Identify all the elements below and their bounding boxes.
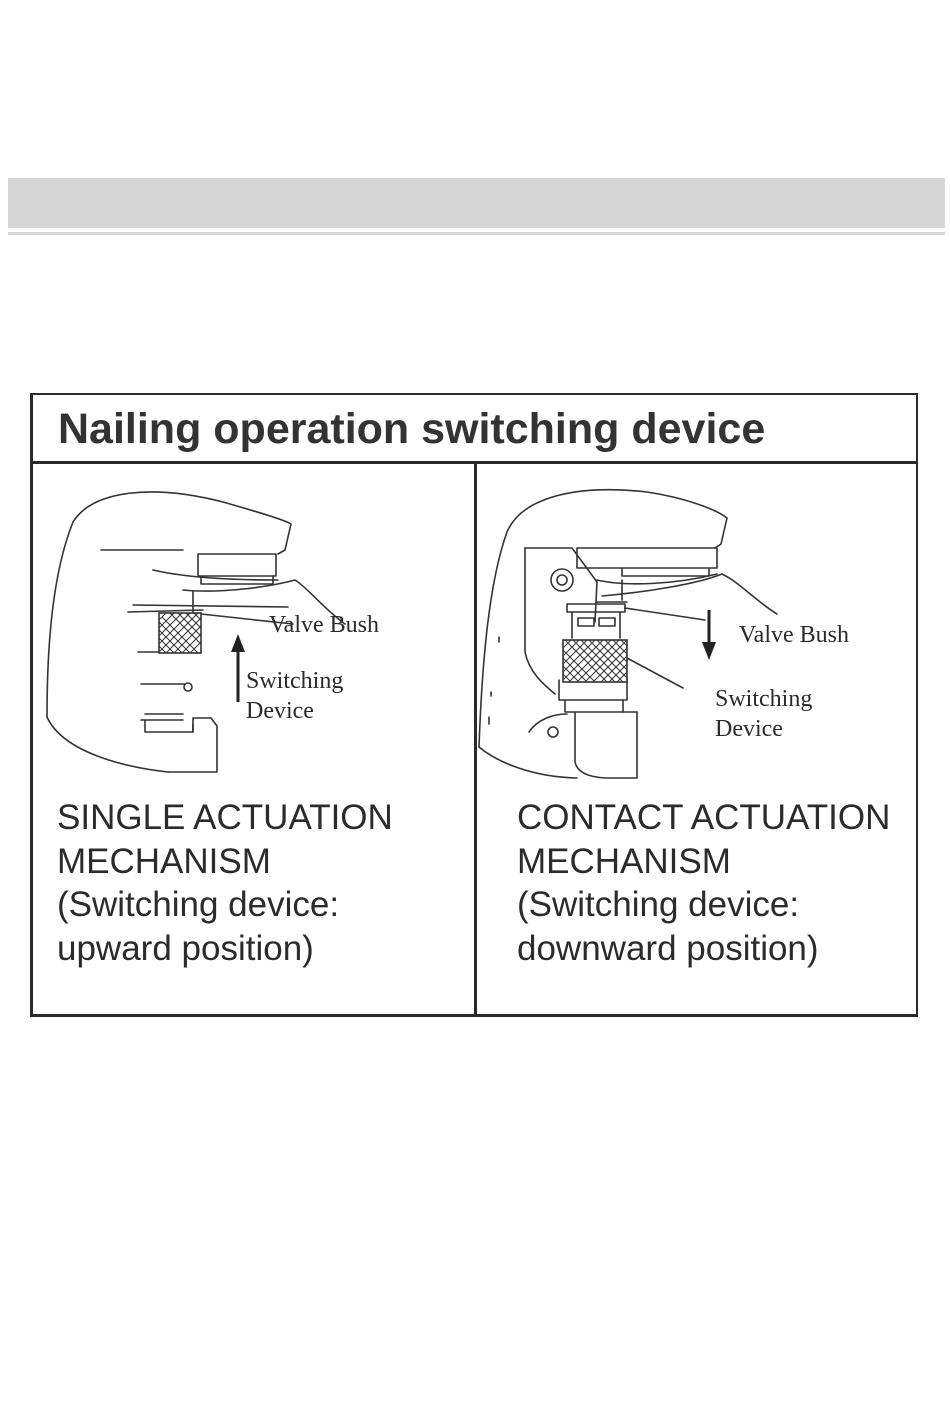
- single-actuation-caption: SINGLE ACTUATION MECHANISM (Switching de…: [57, 796, 393, 970]
- lower-block: [575, 712, 637, 778]
- section-header-rule: [8, 232, 945, 235]
- upper-valve-block: [577, 548, 717, 568]
- contact-actuation-column: Valve Bush Switching Device CONTACT ACTU…: [477, 462, 918, 1015]
- arrow-down-icon: [702, 610, 716, 660]
- caption-line: downward position): [517, 927, 890, 971]
- switching-device-label-line2: Device: [246, 698, 314, 724]
- knurled-switching-knob: [563, 640, 627, 682]
- caption-line: (Switching device:: [517, 883, 890, 927]
- contact-actuation-caption: CONTACT ACTUATION MECHANISM (Switching d…: [517, 796, 890, 970]
- valve-bush-label: Valve Bush: [739, 622, 849, 648]
- caption-line: SINGLE ACTUATION: [57, 796, 393, 840]
- arrow-up-icon: [231, 634, 245, 702]
- switching-device-label-line1: Switching: [246, 668, 343, 694]
- lower-block: [145, 718, 217, 772]
- housing-bottom: [479, 747, 577, 778]
- housing-bottom: [47, 717, 168, 772]
- upper-valve-block: [198, 554, 276, 576]
- pivot-pin-icon: [551, 569, 573, 591]
- caption-line: MECHANISM: [57, 840, 393, 884]
- single-actuation-column: Valve Bush Switching Device SINGLE ACTUA…: [33, 462, 474, 1015]
- caption-line: upward position): [57, 927, 393, 971]
- switching-device-panel: Nailing operation switching device: [30, 393, 918, 1017]
- caption-line: CONTACT ACTUATION: [517, 796, 890, 840]
- valve-bush-label: Valve Bush: [269, 612, 379, 638]
- switching-device-label-line2: Device: [715, 716, 783, 742]
- knurled-switching-knob: [159, 613, 201, 653]
- section-header-band: [8, 178, 945, 228]
- caption-line: (Switching device:: [57, 883, 393, 927]
- panel-title: Nailing operation switching device: [58, 405, 765, 454]
- switching-device-label-line1: Switching: [715, 686, 812, 712]
- caption-line: MECHANISM: [517, 840, 890, 884]
- panel-title-row: Nailing operation switching device: [33, 395, 918, 464]
- single-actuation-illustration: Valve Bush Switching Device: [33, 462, 474, 792]
- contact-actuation-illustration: Valve Bush Switching Device: [477, 462, 918, 792]
